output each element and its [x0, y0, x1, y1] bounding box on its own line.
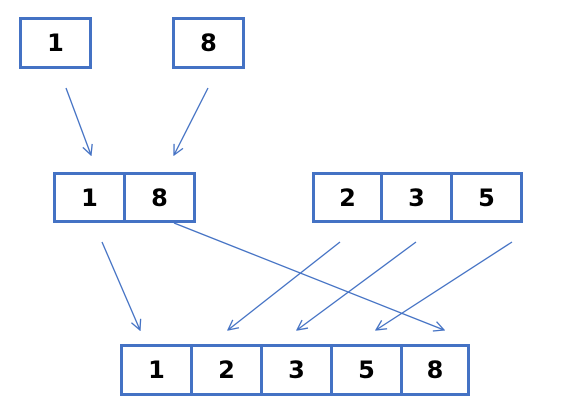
arrow-top-left-to-pair — [65, 87, 91, 155]
result-cell: 8 — [400, 344, 470, 396]
top-left-box: 1 — [19, 17, 92, 69]
top-right-value: 8 — [200, 29, 217, 57]
result-value: 3 — [288, 356, 305, 384]
result-value: 8 — [426, 356, 444, 384]
result-cell: 5 — [330, 344, 403, 396]
arrow-5-to-result — [376, 241, 513, 330]
result-value: 2 — [218, 356, 235, 384]
merged-pair-cell: 8 — [123, 172, 196, 223]
arrow-8-to-result — [173, 222, 444, 330]
result-value: 5 — [358, 356, 375, 384]
top-right-box: 8 — [172, 17, 245, 69]
arrow-2-to-result — [228, 241, 341, 330]
merged-pair-value: 8 — [151, 183, 168, 212]
arrow-1-to-result — [101, 241, 140, 330]
top-left-value: 1 — [47, 29, 64, 57]
right-group-value: 3 — [408, 183, 425, 212]
right-group-cell: 2 — [312, 172, 383, 223]
result-cell: 2 — [190, 344, 263, 396]
result-value: 1 — [148, 356, 165, 384]
merged-pair-value: 1 — [81, 183, 98, 212]
merged-pair-cell: 1 — [53, 172, 126, 223]
result-cell: 1 — [120, 344, 193, 396]
arrow-top-right-to-pair — [174, 87, 209, 155]
right-group-value: 2 — [339, 183, 356, 212]
arrow-3-to-result — [297, 241, 417, 330]
right-group-value: 5 — [478, 183, 495, 212]
right-group-cell: 5 — [450, 172, 523, 223]
